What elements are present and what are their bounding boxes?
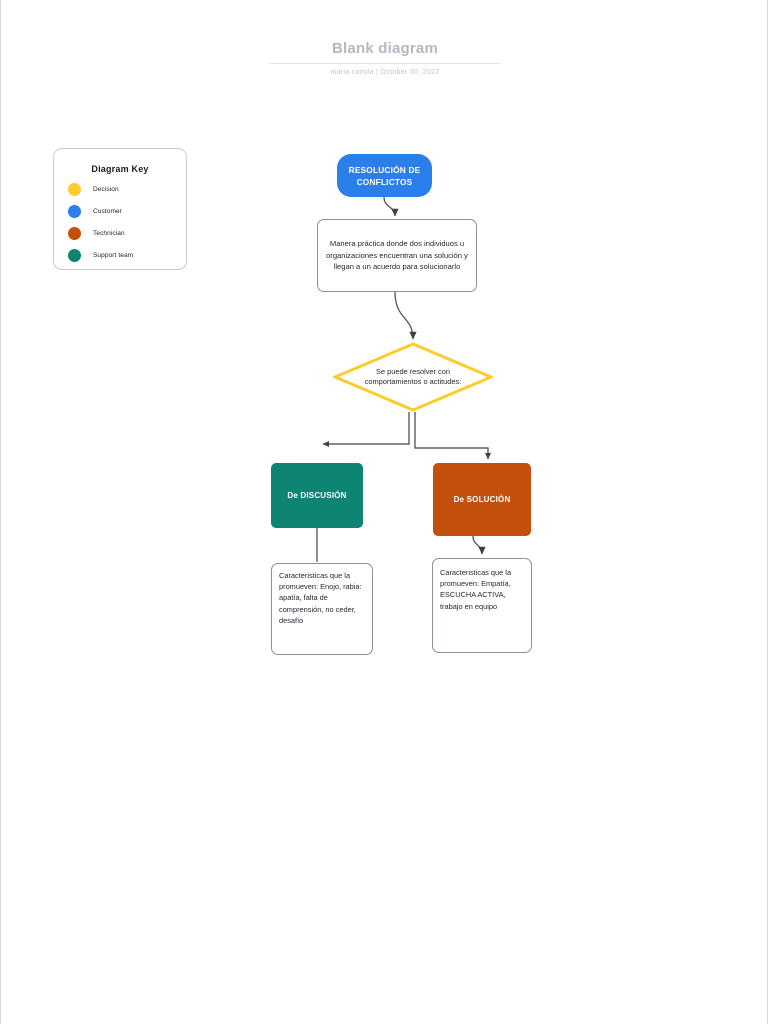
byline-separator: | (376, 69, 379, 76)
node-de-discusion[interactable]: De DISCUSIÓN (271, 463, 363, 528)
page-title: Blank diagram (269, 40, 501, 64)
node-resolucion-de-conflictos[interactable]: RESOLUCIÓN DE CONFLICTOS (337, 154, 432, 197)
author-name: maria camila (330, 69, 374, 76)
edge-solucion-to-detail (472, 535, 486, 555)
edge-decision-to-solucion (414, 412, 492, 460)
decision-label: Se puede resolver con comportamientos o … (364, 366, 462, 387)
document-header: Blank diagram maria camila | October 30,… (269, 40, 501, 76)
legend-item-label: Support team (93, 252, 134, 259)
support-team-color-swatch (68, 249, 81, 262)
node-definicion[interactable]: Manera práctica donde dos individuos u o… (317, 219, 477, 292)
legend-item-label: Customer (93, 208, 122, 215)
node-de-solucion[interactable]: De SOLUCIÓN (433, 463, 531, 536)
technician-color-swatch (68, 227, 81, 240)
edge-decision-to-discusion (322, 412, 410, 448)
diamond-shape-icon (333, 342, 493, 412)
document-byline: maria camila | October 30, 2022 (269, 69, 501, 76)
legend-item-support-team: Support team (54, 249, 186, 262)
legend-title: Diagram Key (91, 164, 149, 174)
node-discusion-caracteristicas[interactable]: Caracteristicas que la promueven: Enojo,… (271, 563, 373, 655)
legend-item-label: Decision (93, 186, 119, 193)
diagram-key-legend: Diagram Key Decision Customer Technician… (53, 148, 187, 270)
legend-item-decision: Decision (54, 183, 186, 196)
customer-color-swatch (68, 205, 81, 218)
legend-item-technician: Technician (54, 227, 186, 240)
legend-item-label: Technician (93, 230, 125, 237)
node-solucion-caracteristicas[interactable]: Caracteristicas que la promueven: Empatí… (432, 558, 532, 653)
document-date: October 30, 2022 (380, 69, 440, 76)
edge-definition-to-decision (394, 291, 417, 340)
legend-item-customer: Customer (54, 205, 186, 218)
edge-start-to-definition (383, 196, 399, 217)
decision-color-swatch (68, 183, 81, 196)
node-decision-diamond[interactable]: Se puede resolver con comportamientos o … (333, 342, 493, 412)
